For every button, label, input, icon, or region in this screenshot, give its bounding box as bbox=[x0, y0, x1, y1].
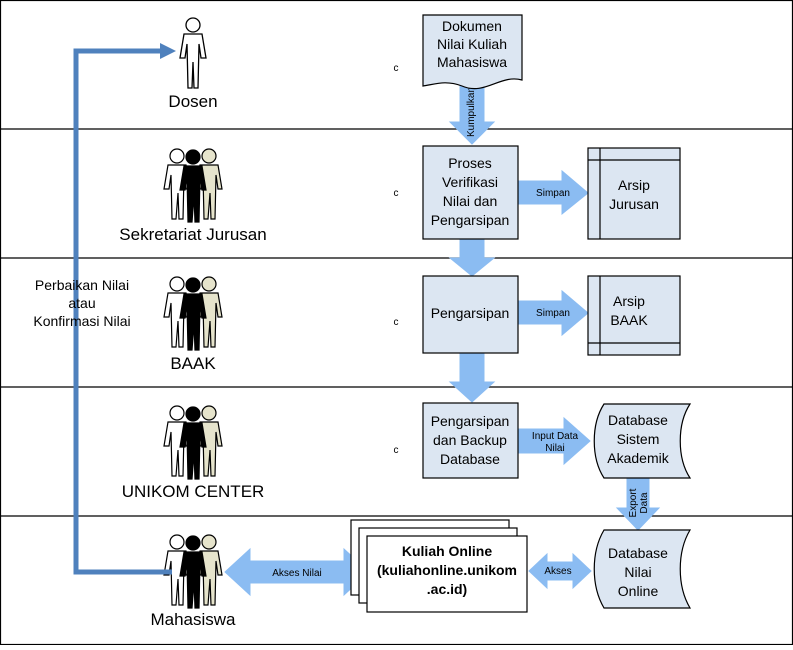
feedback-connector bbox=[73, 43, 176, 575]
actor-label: Dosen bbox=[168, 92, 217, 111]
feedback-label-line: atau bbox=[68, 295, 95, 311]
node-label: Verifikasi bbox=[442, 174, 498, 190]
node-label: Proses bbox=[448, 155, 492, 171]
node-label: Arsip bbox=[613, 293, 645, 309]
edge-label: Nilai bbox=[545, 443, 564, 454]
edge-label: Simpan bbox=[536, 188, 570, 199]
node-label: dan Backup bbox=[433, 432, 507, 448]
node-label: Database bbox=[608, 545, 668, 561]
flow-arrow-kumpulkan: Kumpulkan bbox=[448, 83, 496, 145]
flow-arrow-down bbox=[448, 238, 496, 277]
node-label: Dokumen bbox=[442, 18, 502, 34]
node-label: Pengarsipan bbox=[431, 212, 510, 228]
edge-label: Akses Nilai bbox=[272, 568, 321, 579]
node-label: (kuliahonline.unikom bbox=[377, 562, 517, 578]
node-label: Akademik bbox=[607, 450, 669, 466]
node-label: Mahasiswa bbox=[437, 54, 507, 70]
edge-label: Data bbox=[639, 492, 650, 514]
node-proses-verifikasi[interactable]: Proses Verifikasi Nilai dan Pengarsipan bbox=[422, 145, 519, 240]
actor-label: UNIKOM CENTER bbox=[122, 482, 265, 501]
lane-mark: c bbox=[394, 317, 399, 328]
node-label: Kuliah Online bbox=[402, 543, 492, 559]
node-label: Jurusan bbox=[609, 196, 659, 212]
lane-mark: c bbox=[394, 188, 399, 199]
node-database-sistem-akademik[interactable]: Database Sistem Akademik bbox=[593, 403, 692, 479]
actor-label: BAAK bbox=[170, 354, 216, 373]
flow-arrow-export-data: Export Data bbox=[615, 477, 661, 531]
node-dokumen[interactable]: Dokumen Nilai Kuliah Mahasiswa bbox=[422, 14, 523, 90]
group-people-icon bbox=[163, 534, 223, 609]
edge-label: Akses bbox=[544, 566, 571, 577]
node-label: Arsip bbox=[618, 177, 650, 193]
actor-label: Sekretariat Jurusan bbox=[119, 225, 266, 244]
lane-mark: c bbox=[394, 445, 399, 456]
node-label: Pengarsipan bbox=[431, 413, 510, 429]
actor-mahasiswa: Mahasiswa bbox=[150, 534, 236, 629]
node-kuliah-online[interactable]: Kuliah Online (kuliahonline.unikom .ac.i… bbox=[350, 519, 528, 613]
flow-arrow-down bbox=[448, 352, 496, 403]
edge-label: Kumpulkan bbox=[466, 87, 477, 137]
lane-marks: c c c c bbox=[394, 63, 399, 456]
edge-label: Export bbox=[628, 488, 639, 517]
flow-arrow-input-data-nilai: Input Data Nilai bbox=[517, 416, 591, 466]
group-people-icon bbox=[163, 148, 223, 223]
flow-arrow-simpan: Simpan bbox=[517, 289, 589, 337]
feedback-label-line: Perbaikan Nilai bbox=[35, 277, 129, 293]
node-label: Sistem bbox=[617, 431, 660, 447]
node-database-nilai-online[interactable]: Database Nilai Online bbox=[593, 529, 692, 609]
flow-arrow-simpan: Simpan bbox=[517, 169, 589, 216]
edge-label: Simpan bbox=[536, 308, 570, 319]
actor-dosen: Dosen bbox=[168, 17, 218, 111]
node-label: Nilai Kuliah bbox=[437, 36, 507, 52]
node-backup-database[interactable]: Pengarsipan dan Backup Database bbox=[422, 402, 519, 479]
node-pengarsipan[interactable]: Pengarsipan bbox=[422, 275, 519, 354]
actor-unikom-center: UNIKOM CENTER bbox=[122, 405, 265, 501]
node-label: .ac.id) bbox=[427, 581, 467, 597]
actor-label: Mahasiswa bbox=[150, 610, 236, 629]
node-label: Database bbox=[608, 412, 668, 428]
feedback-label-line: Konfirmasi Nilai bbox=[33, 313, 130, 329]
node-label: Pengarsipan bbox=[431, 305, 510, 321]
node-label: Online bbox=[618, 583, 659, 599]
node-label: Nilai dan bbox=[443, 193, 497, 209]
actor-baak: BAAK bbox=[163, 276, 223, 373]
node-label: Nilai bbox=[624, 564, 651, 580]
group-people-icon bbox=[163, 405, 223, 480]
lane-mark: c bbox=[394, 63, 399, 74]
node-arsip-jurusan[interactable]: Arsip Jurusan bbox=[587, 147, 681, 240]
edge-label: Input Data bbox=[532, 431, 579, 442]
single-person-icon bbox=[179, 17, 207, 89]
node-arsip-baak[interactable]: Arsip BAAK bbox=[587, 275, 681, 356]
node-label: Database bbox=[440, 451, 500, 467]
feedback-label: Perbaikan Nilai atau Konfirmasi Nilai bbox=[33, 277, 130, 329]
node-label: BAAK bbox=[610, 312, 648, 328]
group-people-icon bbox=[163, 276, 223, 351]
actor-sekretariat-jurusan: Sekretariat Jurusan bbox=[119, 148, 267, 244]
flow-arrow-akses: Akses bbox=[528, 552, 592, 590]
flow-arrow-akses-nilai: Akses Nilai bbox=[224, 547, 370, 597]
